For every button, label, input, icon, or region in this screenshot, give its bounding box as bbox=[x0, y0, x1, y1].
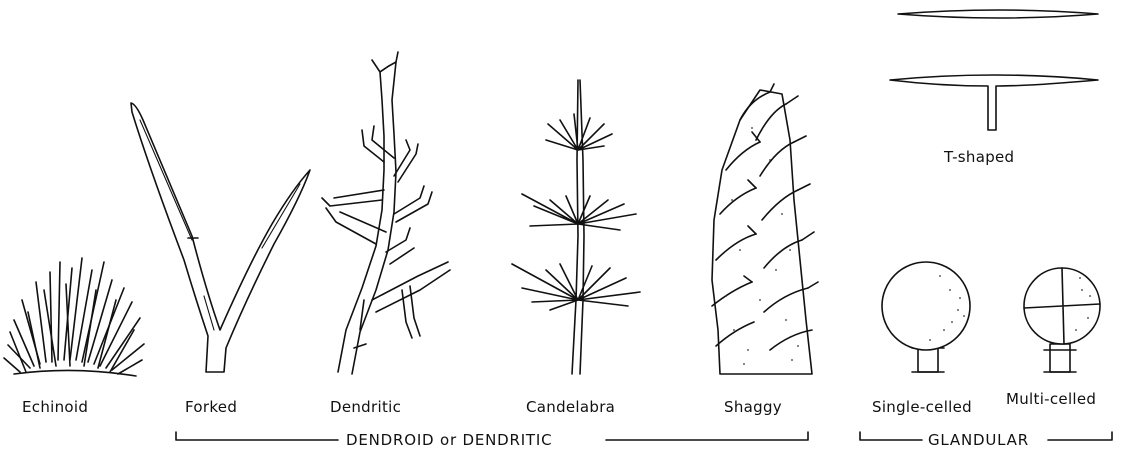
group-label-glandular: GLANDULAR bbox=[928, 431, 1029, 449]
group-label-dendroid: DENDROID or DENDRITIC bbox=[346, 431, 552, 449]
label-single-celled: Single-celled bbox=[872, 398, 972, 416]
single-celled-gland-drawing bbox=[882, 262, 970, 372]
echinoid-hair-drawing bbox=[4, 258, 144, 376]
label-dendritic: Dendritic bbox=[330, 398, 401, 416]
label-candelabra: Candelabra bbox=[526, 398, 615, 416]
dendritic-hair-drawing bbox=[322, 52, 450, 374]
t-shaped-hair-drawing bbox=[890, 10, 1098, 130]
label-echinoid: Echinoid bbox=[22, 398, 88, 416]
multi-celled-gland-drawing bbox=[1024, 268, 1100, 372]
candelabra-hair-drawing bbox=[512, 80, 640, 374]
shaggy-hair-drawing bbox=[712, 84, 818, 374]
label-t-shaped: T-shaped bbox=[943, 148, 1014, 166]
label-forked: Forked bbox=[185, 398, 237, 416]
label-shaggy: Shaggy bbox=[724, 398, 782, 416]
label-multi-celled: Multi-celled bbox=[1006, 390, 1096, 408]
forked-hair-drawing bbox=[131, 103, 310, 372]
